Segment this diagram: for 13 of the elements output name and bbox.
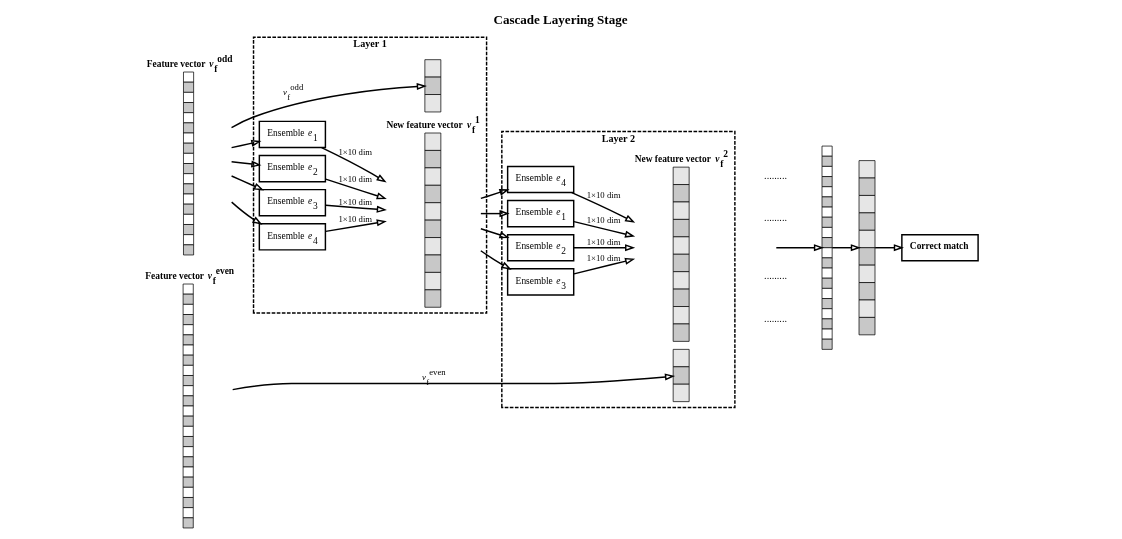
edge-label: 1×10 dim: [586, 215, 621, 226]
edge-label: 1×10 dim: [338, 146, 373, 157]
edge-label: 1×10 dim: [586, 252, 621, 263]
label: .........: [764, 270, 787, 282]
edge-label: 1×10 dim: [586, 237, 621, 248]
edge-label: 1×10 dim: [586, 190, 621, 201]
label: .........: [764, 212, 787, 224]
label: .........: [764, 170, 787, 182]
label: .........: [764, 312, 787, 324]
diagram-title: Cascade Layering Stage: [493, 11, 628, 27]
edge-label: 1×10 dim: [338, 174, 373, 185]
edge-label: 1×10 dim: [338, 196, 373, 207]
edge-label: 1×10 dim: [338, 214, 373, 225]
